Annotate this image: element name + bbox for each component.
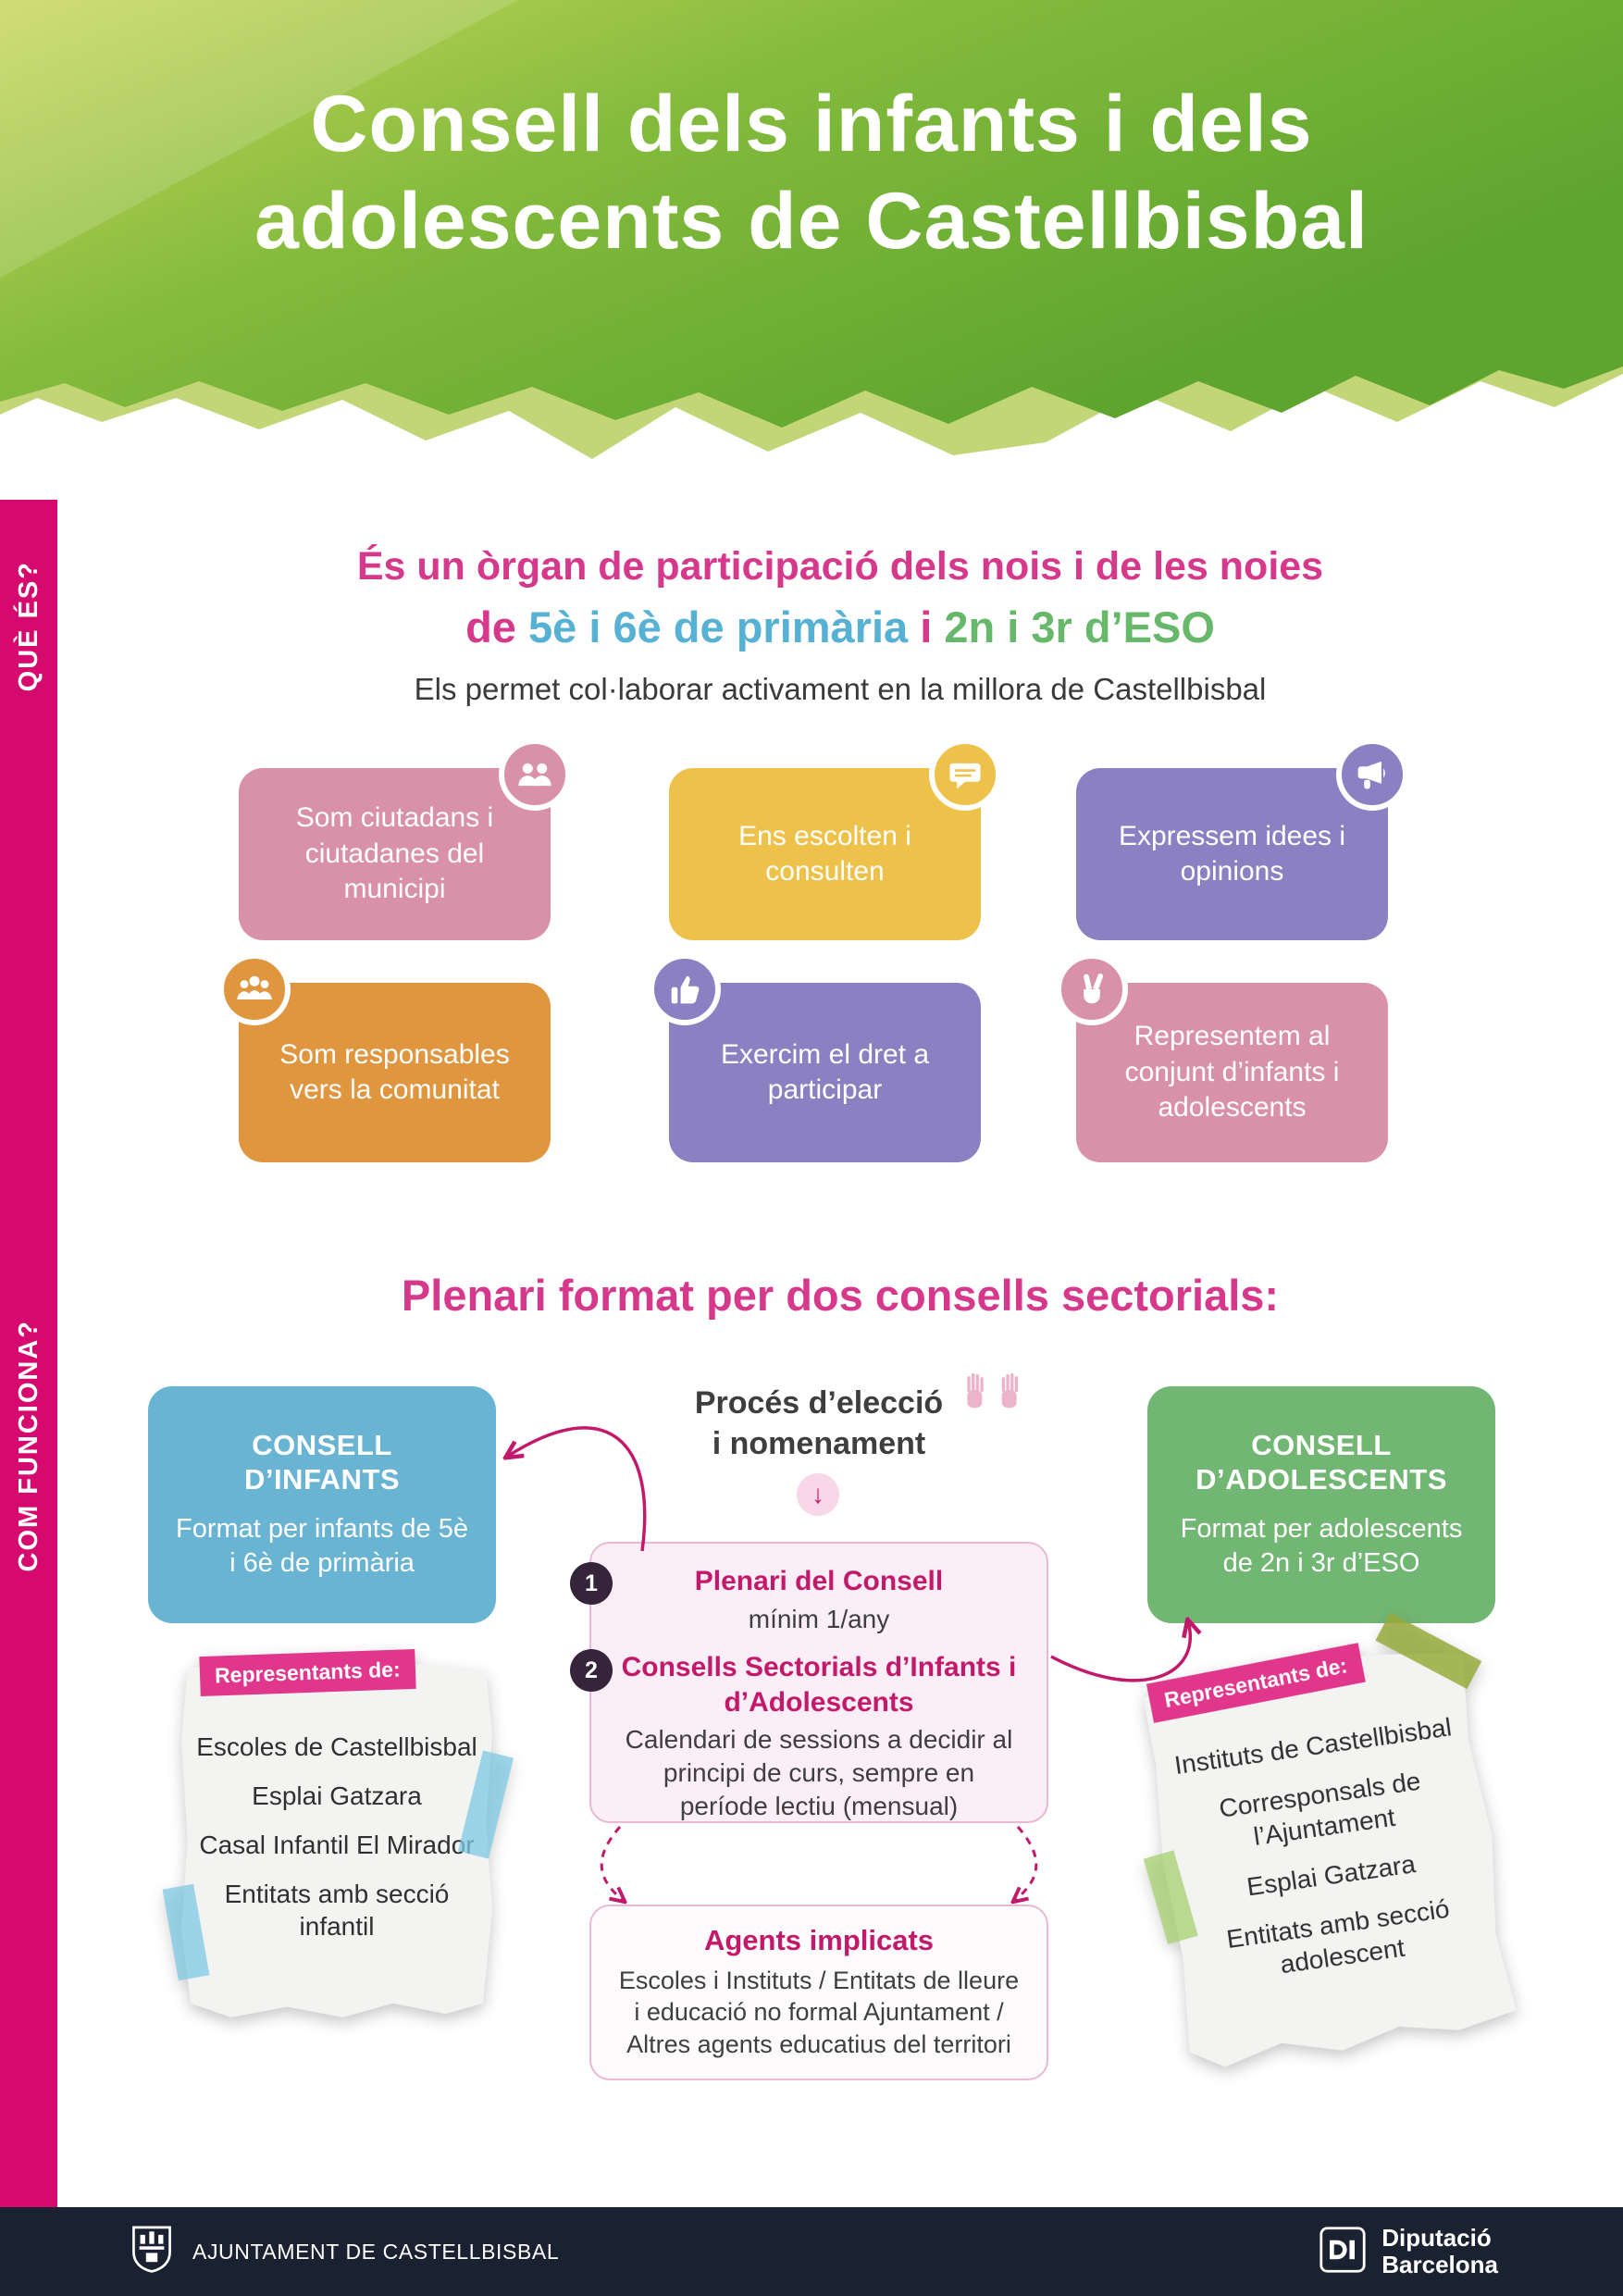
note-representants-infants: Representants de: Escoles de Castellbisb… [162, 1648, 514, 2017]
arrow-to-infants [507, 1426, 647, 1552]
consell-infants-box: CONSELL D’INFANTS Format per infants de … [148, 1386, 496, 1623]
step-1: Plenari del Consell mínim 1/any [619, 1564, 1019, 1635]
intro-i: i [908, 602, 945, 652]
community-icon [218, 953, 291, 1025]
note-left-badge: Representants de: [199, 1648, 416, 1697]
card-label: Representem al conjunt d’infants i adole… [1124, 1021, 1340, 1123]
step-1-body: mínim 1/any [748, 1604, 890, 1633]
diputacio-label: Diputació Barcelona [1381, 2223, 1498, 2278]
proces-line1: Procés d’elecció [694, 1385, 944, 1421]
arrow-to-adolescents [1050, 1621, 1190, 1682]
dashed-arrow-right [1014, 1826, 1038, 1901]
raised-hands-icon [962, 1368, 1022, 1422]
note-representants-adolescents: Representants de: Instituts de Castellbi… [1138, 1612, 1519, 2075]
page-title-line1: Consell dels infants i dels [310, 80, 1313, 168]
intro-line1: És un òrgan de participació dels nois i … [356, 544, 1324, 589]
down-arrow-glyph: ↓ [812, 1480, 824, 1508]
card-ens-escolten: Ens escolten i consulten [669, 738, 1001, 940]
card-representem: Representem al conjunt d’infants i adole… [1056, 953, 1388, 1162]
page-title-line2: adolescents de Castellbisbal [254, 176, 1369, 266]
down-arrow-icon: ↓ [797, 1473, 839, 1516]
card-som-ciutadans: Som ciutadans i ciutadanes del municipi [239, 738, 571, 940]
section-heading-plenari: Plenari format per dos consells sectoria… [401, 1271, 1280, 1320]
diputacio-line2: Barcelona [1381, 2251, 1498, 2278]
step-2-title: Consells Sectorials d’Infants i d’Adoles… [621, 1652, 1017, 1718]
card-exercim-dret: Exercim el dret a participar [649, 953, 981, 1162]
card-label: Som responsables vers la comunitat [279, 1038, 510, 1105]
agents-body: Escoles i Instituts / Entitats de lleure… [618, 1966, 1020, 2058]
header-banner [0, 0, 1623, 459]
page-title: Consell dels infants i dels adolescents … [0, 76, 1623, 270]
card-expressem-idees: Expressem idees i opinions [1076, 738, 1408, 940]
footer-ajuntament: AJUNTAMENT DE CASTELLBISBAL [130, 2223, 559, 2280]
card-label: Ens escolten i consulten [738, 820, 911, 887]
consell-adolescents-box: CONSELL D’ADOLESCENTS Format per adolesc… [1147, 1386, 1495, 1623]
step-1-number: 1 [570, 1562, 613, 1605]
que-es-text: QUÈ ÉS? [13, 561, 43, 692]
list-item: Entitats amb secció infantil [224, 1880, 450, 1941]
section-label-que-es: QUÈ ÉS? [0, 511, 57, 742]
intro-line2: de 5è i 6è de primària i 2n i 3r d’ESO [57, 602, 1623, 652]
consell-infants-subtitle: Format per infants de 5è i 6è de primàri… [176, 1513, 468, 1579]
card-label: Exercim el dret a participar [720, 1038, 930, 1105]
intro-eso: 2n i 3r d’ESO [944, 602, 1215, 652]
ajuntament-shield-icon [130, 2223, 174, 2280]
com-funciona-text: COM FUNCIONA? [13, 1319, 43, 1572]
sidebar-bar [0, 500, 57, 2207]
note-left-items: Escoles de Castellbisbal Esplai Gatzara … [191, 1731, 483, 1959]
dashed-arrow-left [600, 1826, 624, 1901]
agents-implicats-box: Agents implicats Escoles i Instituts / E… [589, 1905, 1048, 2081]
diputacio-logo [1319, 2226, 1367, 2278]
footer-bar: AJUNTAMENT DE CASTELLBISBAL Diputació Ba… [0, 2207, 1623, 2296]
people-icon [499, 738, 571, 811]
megaphone-icon [1336, 738, 1408, 811]
card-label: Expressem idees i opinions [1118, 820, 1346, 887]
speech-bubble-icon [929, 738, 1001, 811]
consell-adolescents-subtitle: Format per adolescents de 2n i 3r d’ESO [1180, 1513, 1463, 1579]
plenari-steps-box: 1 2 Plenari del Consell mínim 1/any Cons… [570, 1542, 1048, 1823]
step-1-title: Plenari del Consell [694, 1566, 944, 1596]
consell-infants-title: CONSELL D’INFANTS [243, 1429, 401, 1496]
intro-de: de [465, 602, 528, 652]
step-2-body: Calendari de sessions a decidir al princ… [625, 1725, 1013, 1820]
intro-line3: Els permet col·laborar activament en la … [414, 672, 1267, 706]
victory-hand-icon [1056, 953, 1128, 1025]
list-item: Esplai Gatzara [252, 1781, 422, 1810]
agents-title: Agents implicats [703, 1924, 935, 1956]
step-2: Consells Sectorials d’Infants i d’Adoles… [619, 1650, 1019, 1822]
list-item: Casal Infantil El Mirador [199, 1831, 475, 1859]
proces-eleccio-title: Procés d’elecció i nomenament [648, 1372, 1019, 1464]
card-som-responsables: Som responsables vers la comunitat [218, 953, 551, 1162]
section-label-com-funciona: COM FUNCIONA? [0, 1260, 57, 1631]
thumbs-up-icon [649, 953, 721, 1025]
proces-line2: i nomenament [712, 1426, 926, 1462]
diputacio-line1: Diputació [1381, 2223, 1492, 2252]
note-right-items: Instituts de Castellbisbal Corresponsals… [1157, 1708, 1501, 2010]
intro-primaria: 5è i 6è de primària [528, 602, 909, 652]
footer-diputacio: Diputació Barcelona [1319, 2223, 1498, 2278]
consell-adolescents-title: CONSELL D’ADOLESCENTS [1196, 1429, 1447, 1496]
card-label: Som ciutadans i ciutadanes del municipi [295, 802, 494, 905]
list-item: Escoles de Castellbisbal [196, 1732, 477, 1761]
ajuntament-label: AJUNTAMENT DE CASTELLBISBAL [192, 2239, 560, 2264]
step-2-number: 2 [570, 1649, 613, 1692]
note-left-paper: Escoles de Castellbisbal Esplai Gatzara … [181, 1664, 492, 2017]
